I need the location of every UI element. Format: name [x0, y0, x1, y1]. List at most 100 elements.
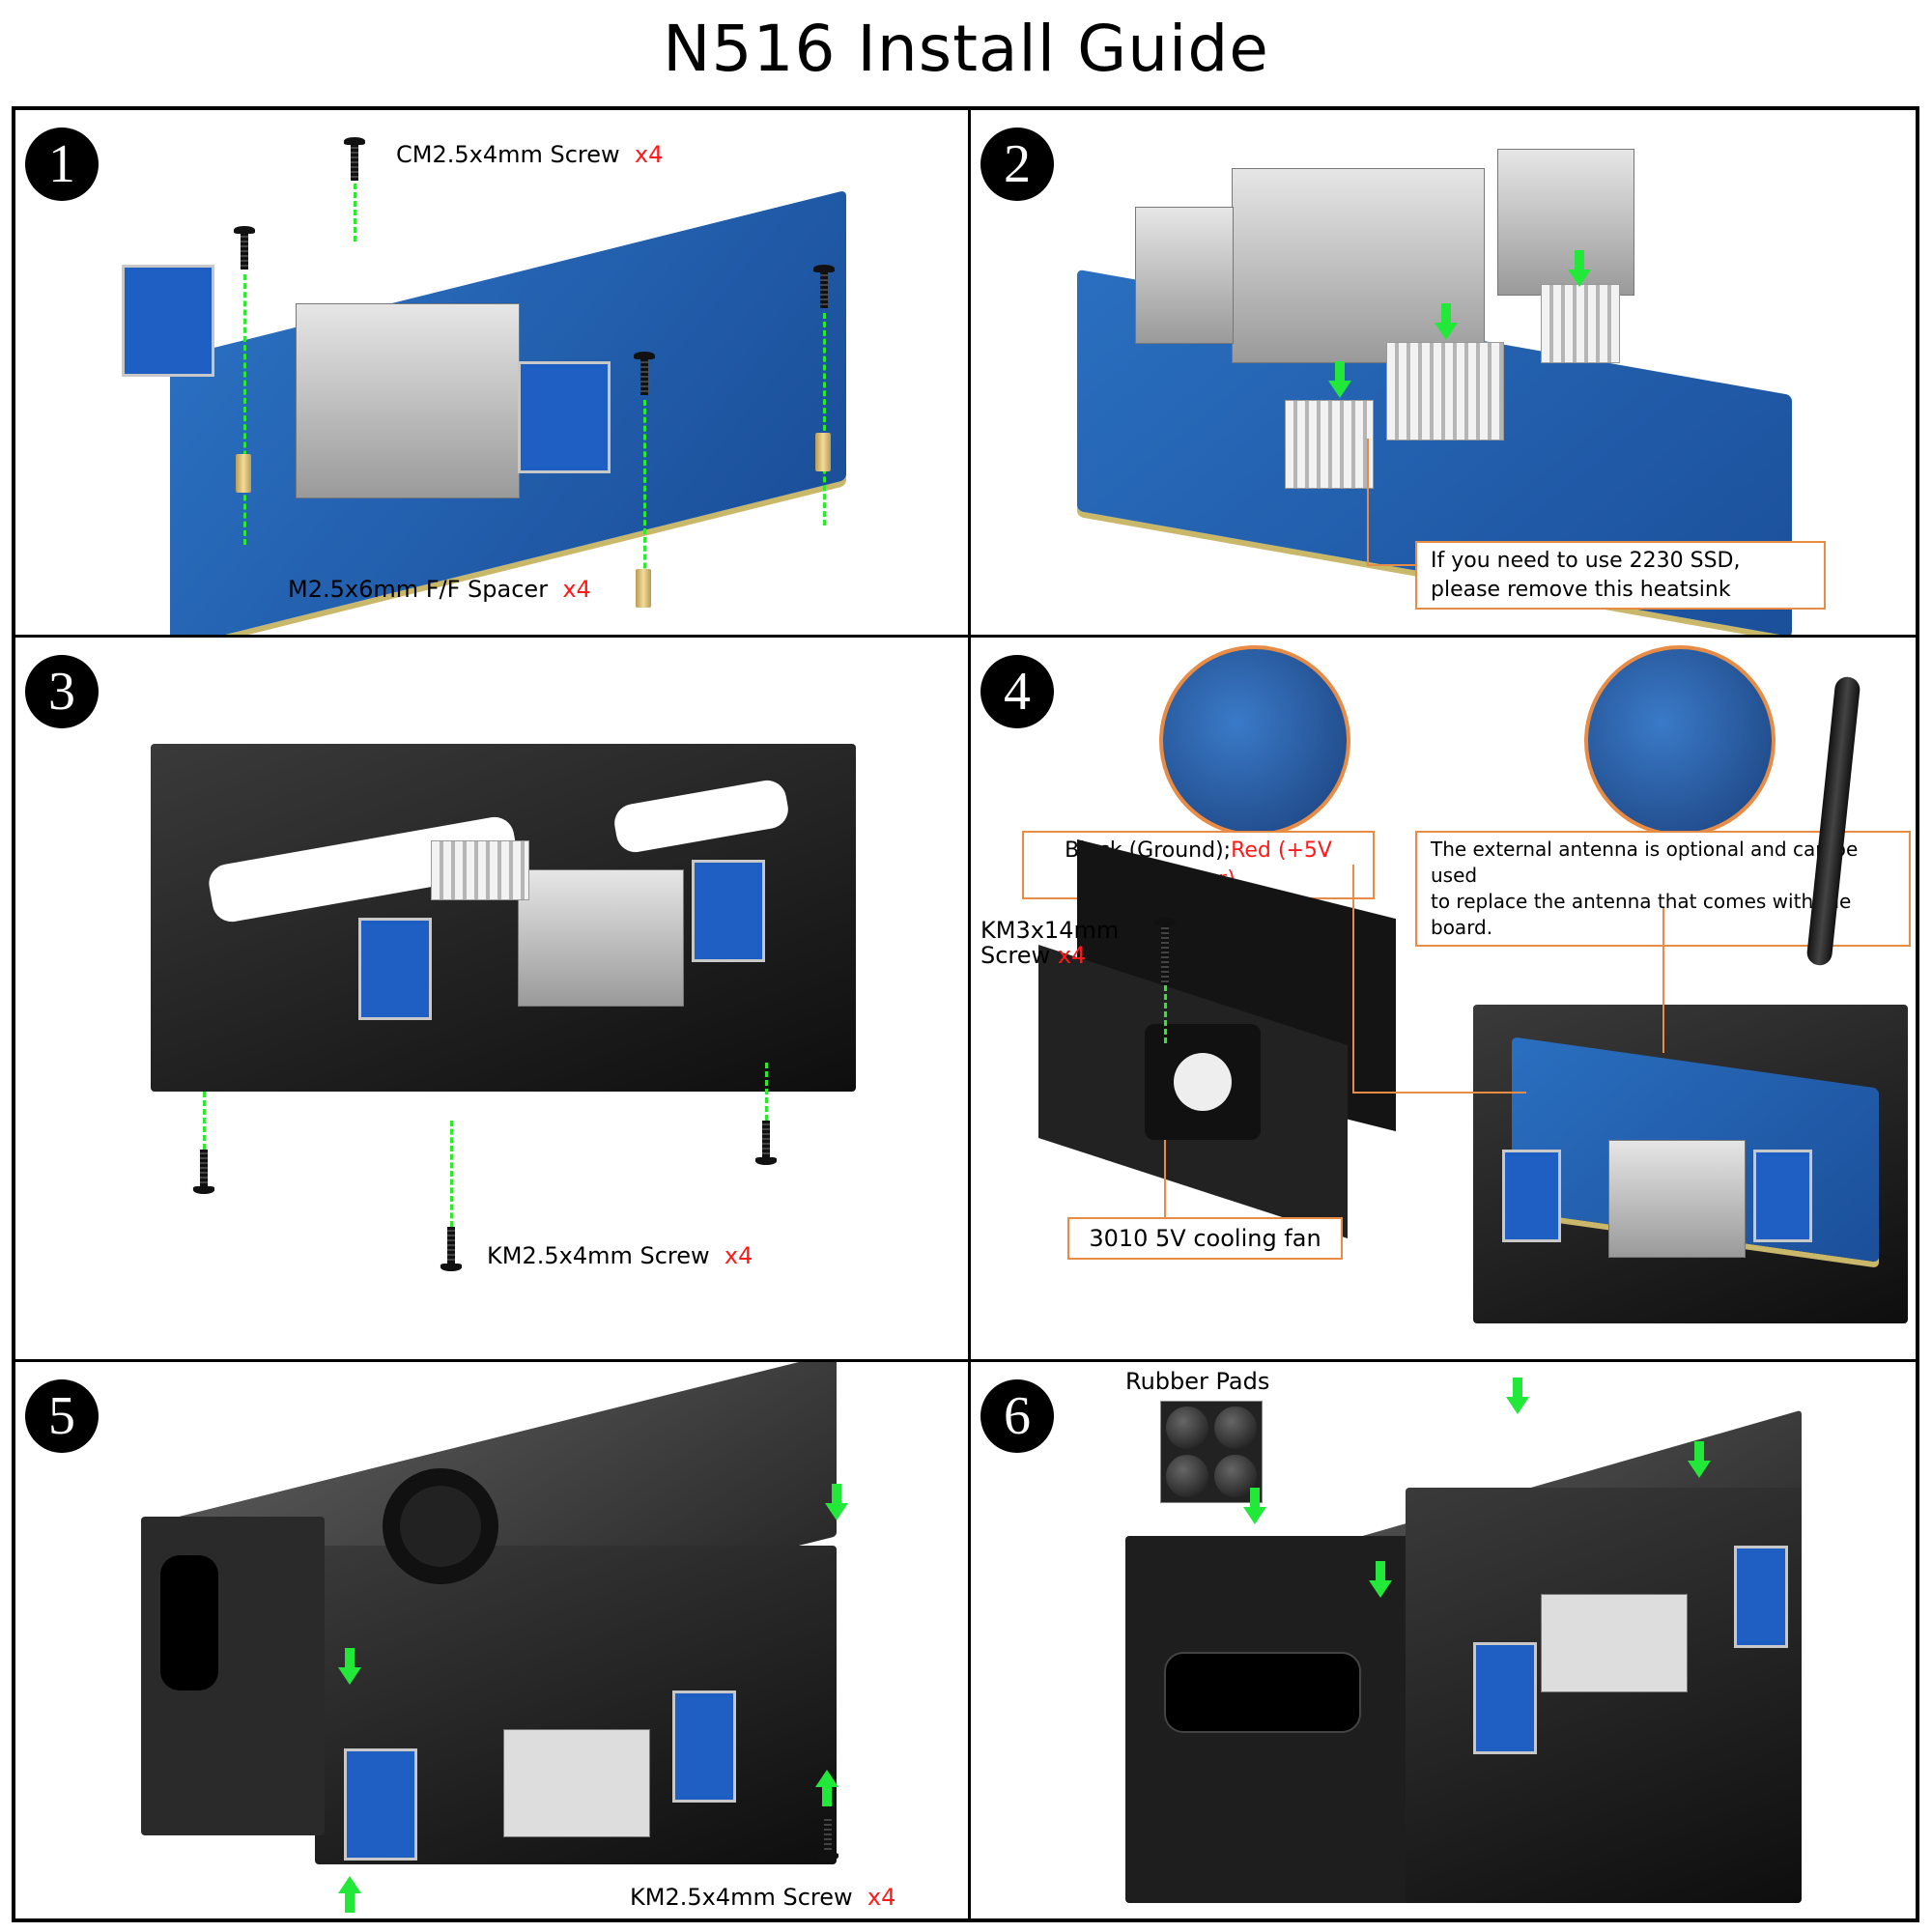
ethernet-port-illustration	[503, 1729, 650, 1837]
callout-line: The external antenna is optional and can…	[1431, 838, 1859, 887]
step-5-panel: 5 KM2.5x4mm Screw x4	[15, 1362, 968, 1922]
screw-icon	[813, 265, 835, 309]
rubber-pads-label: Rubber Pads	[1125, 1368, 1270, 1395]
column-divider	[968, 110, 971, 1918]
usb-port-illustration	[358, 918, 432, 1020]
alignment-guide	[643, 400, 646, 603]
callout-line: If you need to use 2230 SSD,	[1431, 549, 1741, 573]
cooling-fan-illustration	[1145, 1024, 1261, 1140]
callout-leader-line	[1367, 564, 1415, 566]
step-6-panel: 6 Rubber Pads	[971, 1362, 1919, 1922]
ethernet-port-illustration	[296, 303, 520, 498]
step-3-panel: 3 KM2.5x4mm Screw x4	[15, 638, 968, 1359]
usb-port-illustration	[1497, 149, 1634, 296]
alignment-guide	[243, 274, 246, 545]
callout-line: please remove this heatsink	[1431, 577, 1731, 602]
heatsink-illustration	[431, 840, 529, 900]
row-divider	[15, 1359, 1916, 1362]
callout-leader-line	[1367, 439, 1369, 564]
alignment-guide	[765, 1063, 768, 1121]
callout-leader-line	[1164, 1140, 1166, 1217]
step-number-badge: 5	[25, 1379, 99, 1453]
heatsink-illustration	[1386, 342, 1504, 440]
quantity-label: x4	[634, 141, 664, 168]
screw-icon	[755, 1121, 777, 1165]
usb-port-illustration	[518, 361, 611, 473]
down-arrow-icon	[1369, 1561, 1392, 1600]
fan-connector-closeup	[1159, 645, 1350, 837]
down-arrow-icon	[1506, 1378, 1529, 1416]
usb-port-illustration	[1135, 207, 1234, 344]
spacer-icon	[815, 433, 831, 471]
quantity-label: x4	[724, 1242, 753, 1269]
down-arrow-icon	[1568, 250, 1591, 289]
screw-label-text: KM2.5x4mm Screw	[487, 1242, 710, 1269]
screw-icon	[634, 352, 655, 396]
usb-port-illustration	[1473, 1642, 1537, 1754]
screw-label-text: Screw	[980, 942, 1051, 970]
screw-icon	[440, 1227, 462, 1271]
usb-port-illustration	[1502, 1150, 1561, 1242]
screw-icon	[1154, 918, 1176, 985]
down-arrow-icon	[338, 1648, 361, 1687]
ethernet-port-illustration	[518, 869, 684, 1007]
ethernet-port-illustration	[1541, 1594, 1688, 1692]
screw-label: KM2.5x4mm Screw x4	[487, 1242, 753, 1269]
quantity-label: x4	[562, 576, 591, 603]
screw-label-text: CM2.5x4mm Screw	[396, 141, 620, 168]
down-arrow-icon	[1688, 1441, 1711, 1480]
callout-leader-line	[1662, 908, 1664, 1053]
case-slot	[160, 1555, 218, 1690]
alignment-guide	[1164, 985, 1167, 1043]
antenna-connector-closeup	[1584, 645, 1776, 837]
spacer-icon	[636, 569, 651, 608]
step-1-panel: 1 CM2.5x4mm Screw x4 M2.5x6mm F/F Spacer…	[15, 110, 968, 635]
usb-port-illustration	[1753, 1150, 1812, 1242]
rubber-pads-icon	[1160, 1401, 1263, 1503]
step-number-badge: 3	[25, 655, 99, 728]
usb-port-illustration	[1734, 1546, 1788, 1648]
callout-leader-line	[1352, 865, 1354, 1092]
screw-icon	[193, 1150, 214, 1194]
up-arrow-icon	[338, 1874, 361, 1913]
down-arrow-icon	[825, 1484, 848, 1522]
screw-label: KM3x14mm Screw x4	[980, 918, 1119, 969]
alignment-guide	[450, 1121, 453, 1227]
page-title: N516 Install Guide	[663, 12, 1269, 86]
install-steps-grid: 1 CM2.5x4mm Screw x4 M2.5x6mm F/F Spacer…	[12, 106, 1919, 1922]
screw-icon	[817, 1816, 838, 1861]
fan-callout: 3010 5V cooling fan	[1067, 1217, 1343, 1261]
ethernet-port-illustration	[1608, 1140, 1746, 1258]
heatsink-illustration	[1541, 284, 1620, 363]
quantity-label: x4	[867, 1884, 896, 1911]
usb-port-illustration	[344, 1748, 417, 1861]
screw-label: CM2.5x4mm Screw x4	[396, 141, 663, 168]
case-slot	[1164, 1652, 1361, 1733]
screw-icon	[234, 226, 255, 270]
heatsink-note-callout: If you need to use 2230 SSD, please remo…	[1415, 541, 1826, 611]
spacer-icon	[236, 454, 251, 493]
step-number-badge: 2	[980, 128, 1054, 201]
up-arrow-icon	[815, 1768, 838, 1806]
callout-line: to replace the antenna that comes with t…	[1431, 890, 1852, 939]
spacer-label-text: M2.5x6mm F/F Spacer	[288, 576, 549, 603]
quantity-label: x4	[1057, 942, 1087, 970]
callout-leader-line	[1352, 1092, 1526, 1094]
usb-port-illustration	[122, 265, 214, 377]
alignment-guide	[354, 184, 356, 242]
step-number-badge: 6	[980, 1379, 1054, 1453]
step-4-panel: 4 Black (Ground);Red (+5V power) The ext…	[971, 638, 1919, 1359]
step-2-panel: 2 If you need to use 2230 SSD, please re…	[971, 110, 1919, 635]
step-number-badge: 1	[25, 128, 99, 201]
row-divider	[15, 635, 1916, 638]
usb-port-illustration	[672, 1690, 736, 1803]
alignment-guide	[203, 1092, 206, 1150]
usb-port-illustration	[692, 860, 765, 962]
alignment-guide	[823, 313, 826, 526]
down-arrow-icon	[1435, 303, 1458, 342]
fan-vent-icon	[383, 1468, 498, 1584]
down-arrow-icon	[1243, 1488, 1266, 1526]
screw-icon	[344, 137, 365, 182]
spacer-label: M2.5x6mm F/F Spacer x4	[288, 576, 591, 603]
screw-label-text: KM3x14mm	[980, 917, 1120, 944]
